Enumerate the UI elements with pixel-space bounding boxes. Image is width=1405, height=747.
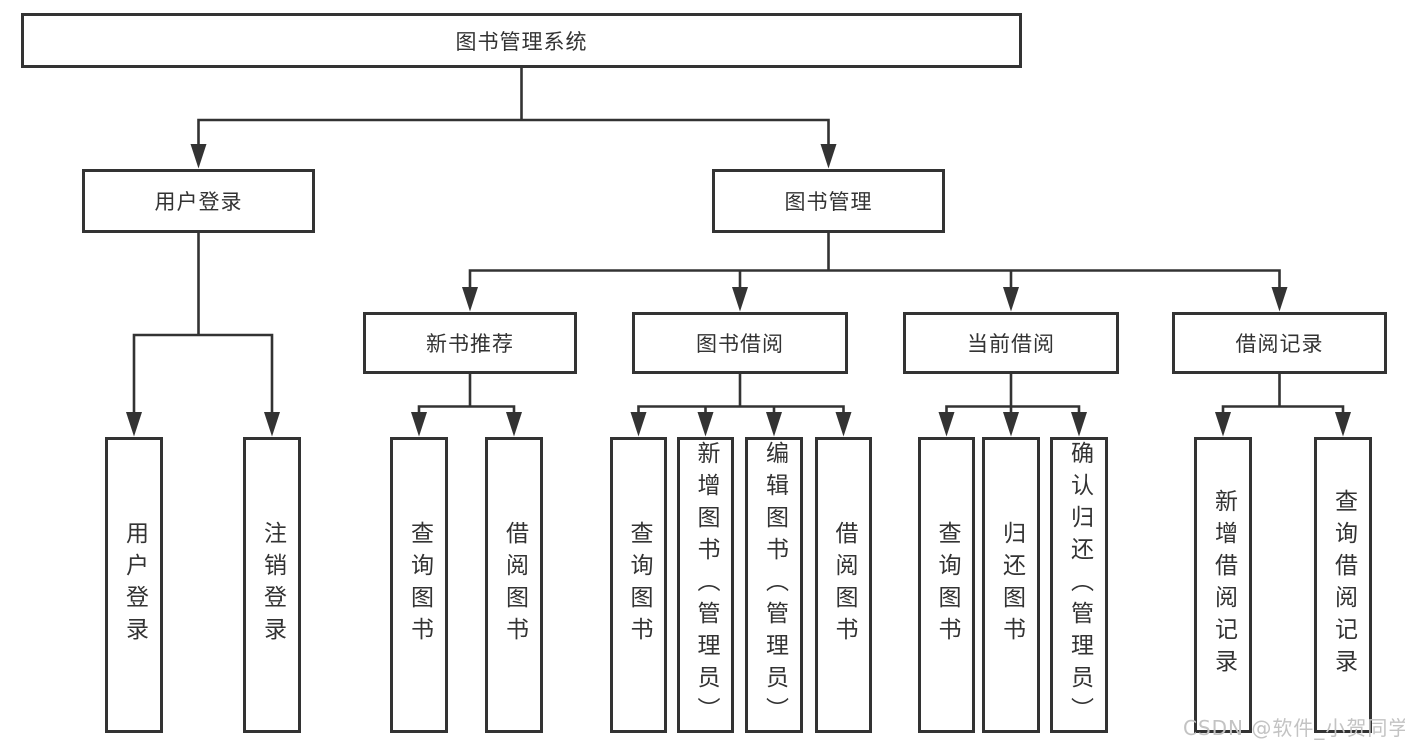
node-label: 归还图书	[998, 521, 1025, 649]
node-label: 用户登录	[154, 190, 243, 214]
node-label: 查询借阅记录	[1330, 489, 1357, 681]
connector-segment	[468, 269, 1281, 289]
node-query-borrow-record: 查询借阅记录	[1314, 437, 1372, 733]
connector-book-mgmt-to-level3	[462, 232, 1288, 312]
node-logout: 注销登录	[243, 437, 301, 733]
node-label: 新书推荐	[426, 332, 514, 356]
node-confirm-return-admin: 确认归还（管理员）	[1050, 437, 1108, 733]
arrowhead-icon	[126, 412, 142, 437]
node-label: 借阅记录	[1235, 332, 1324, 356]
node-book-management: 图书管理	[712, 169, 945, 233]
connector-segment	[417, 405, 516, 415]
node-label: 编辑图书（管理员）	[761, 441, 788, 729]
node-book-borrowing: 图书借阅	[632, 312, 848, 374]
node-current-borrowing: 当前借阅	[903, 312, 1119, 374]
node-user-login: 用户登录	[82, 169, 315, 233]
node-label: 当前借阅	[967, 332, 1055, 356]
arrowhead-icon	[1003, 287, 1019, 312]
node-add-borrow-record: 新增借阅记录	[1194, 437, 1252, 733]
node-label: 新增借阅记录	[1210, 489, 1237, 681]
arrowhead-icon	[411, 412, 427, 437]
node-label: 图书管理系统	[455, 29, 588, 54]
arrowhead-icon	[462, 287, 478, 312]
arrowhead-icon	[264, 412, 280, 437]
node-add-book-admin: 新增图书（管理员）	[677, 437, 734, 733]
connector-new-book-rec-to-leaves	[411, 373, 522, 437]
arrowhead-icon	[697, 412, 714, 437]
connector-book-borrow-to-leaves	[630, 373, 852, 437]
node-label: 查询图书	[934, 521, 960, 649]
node-label: 注销登录	[259, 521, 286, 649]
connector-segment	[637, 405, 845, 415]
node-label: 新增图书（管理员）	[693, 441, 719, 729]
arrowhead-icon	[1071, 412, 1087, 437]
node-label: 借阅图书	[501, 521, 528, 649]
node-edit-book-admin: 编辑图书（管理员）	[745, 437, 803, 733]
node-label: 确认归还（管理员）	[1066, 441, 1093, 729]
node-root: 图书管理系统	[21, 13, 1022, 68]
arrowhead-icon	[630, 412, 647, 437]
arrowhead-icon	[835, 412, 852, 437]
node-query-books-current: 查询图书	[918, 437, 975, 733]
connector-root-to-level2	[190, 66, 837, 169]
node-borrow-books: 借阅图书	[815, 437, 872, 733]
node-label: 查询图书	[406, 521, 433, 649]
arrowhead-icon	[938, 412, 955, 437]
node-label: 图书管理	[784, 190, 873, 214]
arrowhead-icon	[732, 287, 748, 312]
arrowhead-icon	[506, 412, 522, 437]
node-new-book-recommend: 新书推荐	[363, 312, 577, 374]
watermark: CSDN @软件_小贺同学	[1183, 716, 1405, 740]
connector-user-login-to-leaves	[126, 232, 280, 437]
connector-segment	[945, 405, 1081, 415]
node-label: 查询图书	[626, 521, 652, 649]
connector-segment	[1221, 405, 1345, 415]
connector-segment	[132, 333, 274, 414]
node-borrow-books-rec: 借阅图书	[485, 437, 543, 733]
node-label: 借阅图书	[831, 521, 857, 649]
node-label: 用户登录	[121, 521, 148, 649]
connector-borrow-record-to-leaves	[1215, 373, 1351, 437]
arrowhead-icon	[820, 144, 837, 169]
node-label: 图书借阅	[696, 332, 784, 356]
arrowhead-icon	[1335, 412, 1351, 437]
connector-current-borrow-to-leaves	[938, 373, 1087, 437]
arrowhead-icon	[766, 412, 782, 437]
arrowhead-icon	[1271, 287, 1288, 312]
node-user-login-action: 用户登录	[105, 437, 163, 733]
connector-segment	[197, 118, 830, 147]
arrowhead-icon	[1003, 412, 1019, 437]
node-return-book: 归还图书	[982, 437, 1040, 733]
node-query-books-borrow: 查询图书	[610, 437, 667, 733]
node-query-books-rec: 查询图书	[390, 437, 448, 733]
arrowhead-icon	[190, 144, 207, 169]
node-borrowing-records: 借阅记录	[1172, 312, 1387, 374]
arrowhead-icon	[1215, 412, 1231, 437]
